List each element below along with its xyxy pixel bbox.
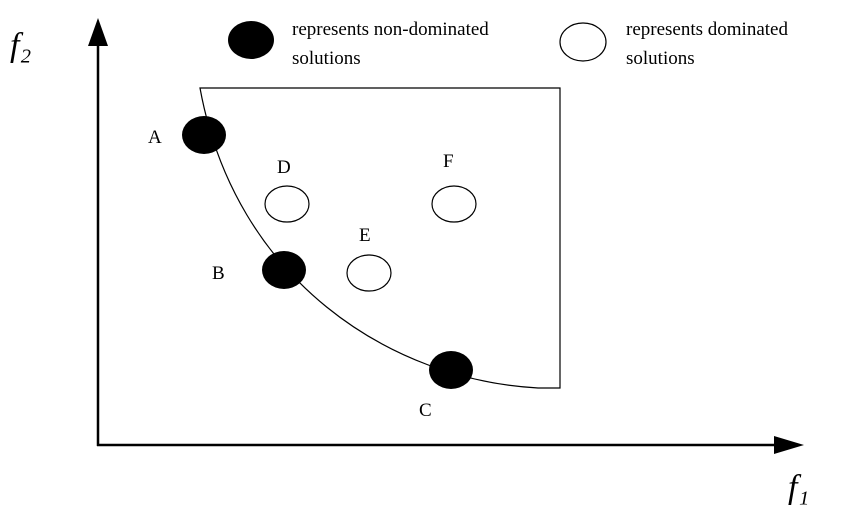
x-axis-arrowhead bbox=[774, 436, 804, 454]
legend-dominated-marker bbox=[559, 22, 607, 62]
non-dominated-points bbox=[182, 116, 473, 389]
dominated-points bbox=[264, 185, 477, 292]
x-axis-label: f₁ bbox=[788, 469, 809, 506]
point-a-marker bbox=[182, 116, 226, 154]
objective-region bbox=[199, 87, 561, 389]
point-c-label: C bbox=[419, 400, 432, 421]
point-f-marker bbox=[431, 185, 477, 223]
legend-dominated-text-line2: solutions bbox=[626, 48, 695, 69]
point-d-label: D bbox=[277, 157, 291, 178]
y-axis-arrowhead bbox=[88, 18, 108, 46]
point-b-marker bbox=[262, 251, 306, 289]
legend-dominated-text-line1: represents dominated bbox=[626, 19, 788, 40]
point-labels: A B C D E F bbox=[148, 127, 454, 421]
point-d-marker bbox=[264, 185, 310, 223]
point-b-label: B bbox=[212, 263, 225, 284]
point-e-label: E bbox=[359, 225, 371, 246]
point-e-marker bbox=[346, 254, 392, 292]
point-f-label: F bbox=[443, 151, 454, 172]
legend-non-dominated-text-line1: represents non-dominated bbox=[292, 19, 489, 40]
legend-non-dominated-text-line2: solutions bbox=[292, 48, 361, 69]
point-a-label: A bbox=[148, 127, 162, 148]
y-axis-label: f₂ bbox=[10, 27, 31, 64]
legend: represents non-dominated solutions repre… bbox=[228, 19, 788, 69]
point-c-marker bbox=[429, 351, 473, 389]
legend-non-dominated-marker bbox=[228, 21, 274, 59]
axes: f₂ f₁ bbox=[10, 18, 809, 506]
region-boundary bbox=[199, 87, 561, 389]
